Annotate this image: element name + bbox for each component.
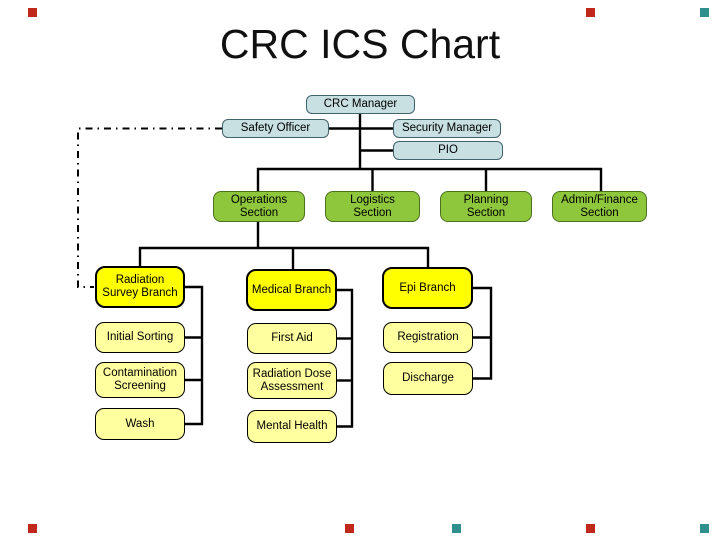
org-box-logistics-section: Logistics Section bbox=[325, 191, 420, 222]
accent-square-teal-icon bbox=[700, 524, 709, 533]
accent-square-red-icon bbox=[28, 524, 37, 533]
accent-square-red-icon bbox=[586, 524, 595, 533]
org-box-discharge: Discharge bbox=[383, 362, 473, 395]
line-rad-spine bbox=[184, 285, 204, 426]
org-box-first-aid: First Aid bbox=[247, 323, 337, 354]
org-box-registration: Registration bbox=[383, 322, 473, 353]
org-box-security-manager: Security Manager bbox=[393, 119, 501, 138]
accent-square-teal-icon bbox=[700, 8, 709, 17]
org-box-pio: PIO bbox=[393, 141, 503, 160]
org-box-medical-branch: Medical Branch bbox=[246, 269, 337, 311]
accent-square-red-icon bbox=[586, 8, 595, 17]
org-box-radiation-dose-assessment: Radiation Dose Assessment bbox=[247, 362, 337, 399]
org-box-admin-finance-section: Admin/Finance Section bbox=[552, 191, 647, 222]
accent-square-red-icon bbox=[345, 524, 354, 533]
line-dashdot-safety bbox=[77, 127, 222, 288]
org-box-safety-officer: Safety Officer bbox=[222, 119, 329, 138]
accent-square-red-icon bbox=[28, 8, 37, 17]
org-box-contamination-screening: Contamination Screening bbox=[95, 362, 185, 398]
accent-square-teal-icon bbox=[452, 524, 461, 533]
org-box-planning-section: Planning Section bbox=[440, 191, 532, 222]
org-box-mental-health: Mental Health bbox=[247, 410, 337, 443]
org-box-initial-sorting: Initial Sorting bbox=[95, 322, 185, 353]
org-box-epi-branch: Epi Branch bbox=[382, 267, 473, 309]
org-box-crc-manager: CRC Manager bbox=[306, 95, 415, 114]
org-box-wash: Wash bbox=[95, 408, 185, 440]
org-box-operations-section: Operations Section bbox=[213, 191, 305, 222]
line-epi-spine bbox=[472, 286, 493, 380]
org-box-radiation-survey-branch: Radiation Survey Branch bbox=[95, 266, 185, 308]
line-medical-spine bbox=[336, 288, 354, 428]
slide-title: CRC ICS Chart bbox=[219, 21, 501, 67]
